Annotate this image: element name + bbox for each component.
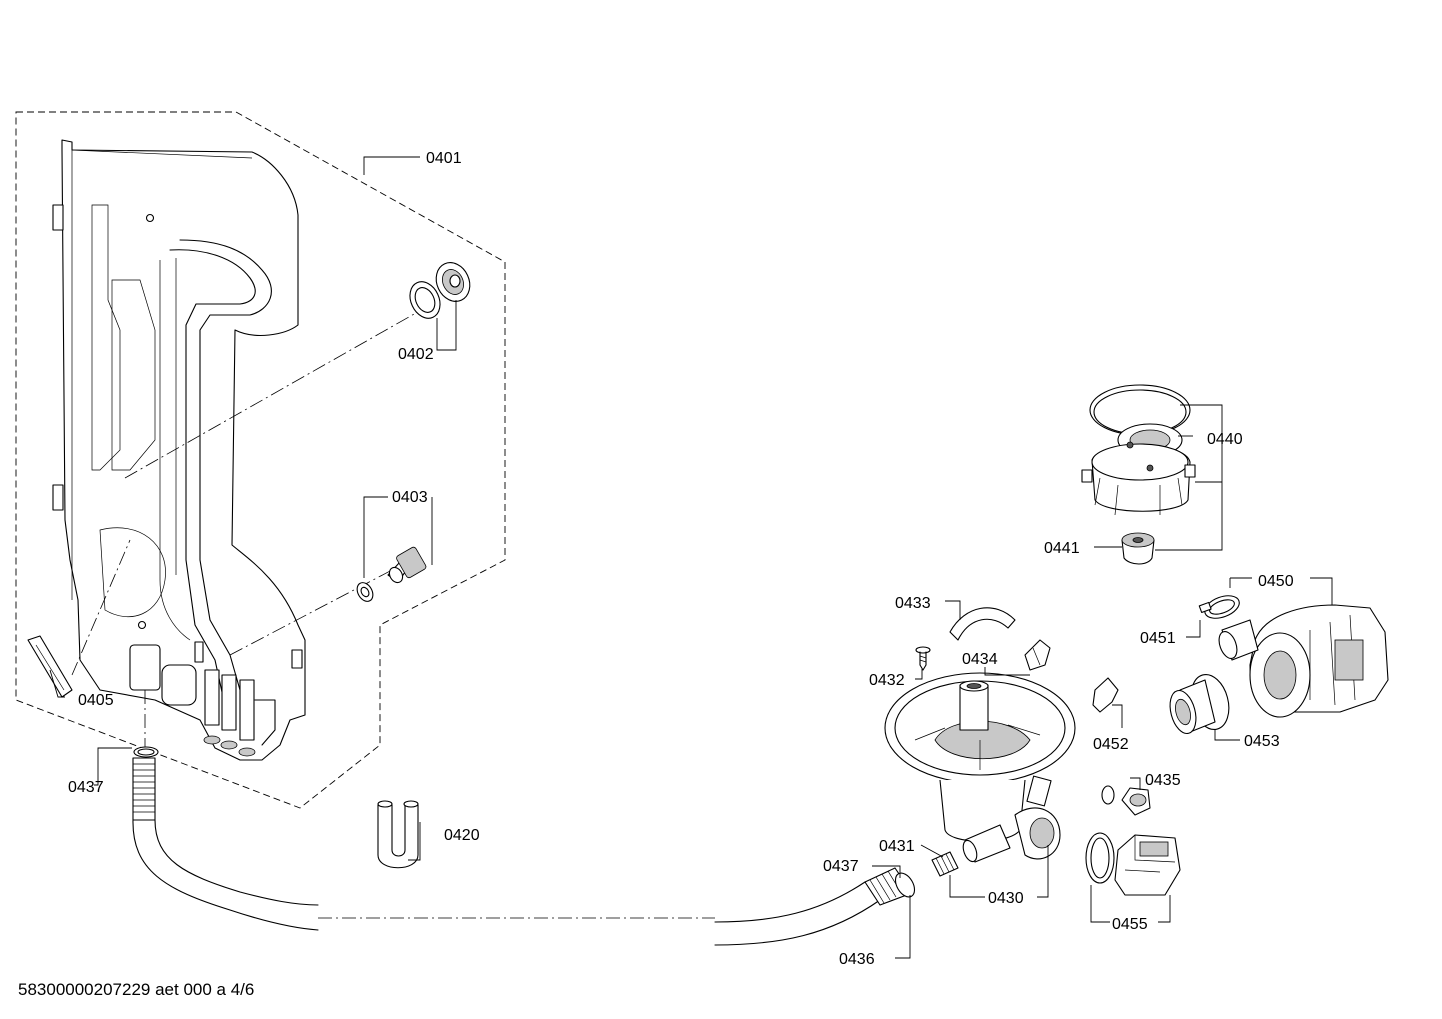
part-0453-adapter[interactable]	[1166, 670, 1235, 736]
callout-0405: 0405	[78, 692, 114, 709]
callout-0455: 0455	[1112, 916, 1148, 933]
callout-0435: 0435	[1145, 772, 1181, 789]
callout-0433: 0433	[895, 595, 931, 612]
callout-0431: 0431	[879, 838, 915, 855]
part-0431-connector[interactable]	[931, 851, 959, 877]
part-0451-hose-clamp[interactable]	[1198, 591, 1242, 622]
callout-0420: 0420	[444, 827, 480, 844]
part-0440-spray-hub[interactable]	[1081, 384, 1196, 516]
part-0405-clip[interactable]	[27, 635, 73, 698]
callout-0451: 0451	[1140, 630, 1176, 647]
assembly-boundary	[15, 111, 506, 809]
callout-0432: 0432	[869, 672, 905, 689]
leader-lines	[49, 156, 1333, 959]
axis-0402	[124, 304, 431, 479]
callout-0452: 0452	[1093, 736, 1129, 753]
callout-0437-left: 0437	[68, 779, 104, 796]
callout-0430: 0430	[988, 890, 1024, 907]
part-0434-valve[interactable]	[1024, 639, 1051, 671]
part-0432-screw[interactable]	[915, 646, 931, 671]
callout-0401: 0401	[426, 150, 462, 167]
part-0402-seal-and-cap[interactable]	[404, 257, 476, 323]
part-0441-impeller[interactable]	[1121, 532, 1155, 565]
axis-0405	[71, 539, 131, 676]
part-0437-ring-left[interactable]	[133, 746, 159, 758]
callout-0402: 0402	[398, 346, 434, 363]
part-0455-unit[interactable]	[1085, 832, 1181, 896]
part-0430-sump[interactable]	[884, 672, 1076, 863]
part-0435-fitting[interactable]	[1101, 785, 1151, 816]
part-0433-clamp[interactable]	[949, 607, 1016, 641]
part-0420-u-tube[interactable]	[377, 800, 419, 869]
callout-0403: 0403	[392, 489, 428, 506]
callout-0437-right: 0437	[823, 858, 859, 875]
callout-0450: 0450	[1258, 573, 1294, 590]
part-0450-circulation-pump[interactable]	[1216, 604, 1389, 718]
part-0403-fitting[interactable]	[354, 546, 427, 604]
callout-0440: 0440	[1207, 431, 1243, 448]
part-0401-water-panel[interactable]	[52, 139, 306, 761]
callout-0453: 0453	[1244, 733, 1280, 750]
document-footer-id: 58300000207229 aet 000 a 4/6	[18, 980, 255, 999]
callout-0436: 0436	[839, 951, 875, 968]
part-0436-drain-hose[interactable]	[132, 757, 918, 946]
callout-0434: 0434	[962, 651, 998, 668]
part-0452-clip[interactable]	[1092, 677, 1119, 713]
callout-0441: 0441	[1044, 540, 1080, 557]
